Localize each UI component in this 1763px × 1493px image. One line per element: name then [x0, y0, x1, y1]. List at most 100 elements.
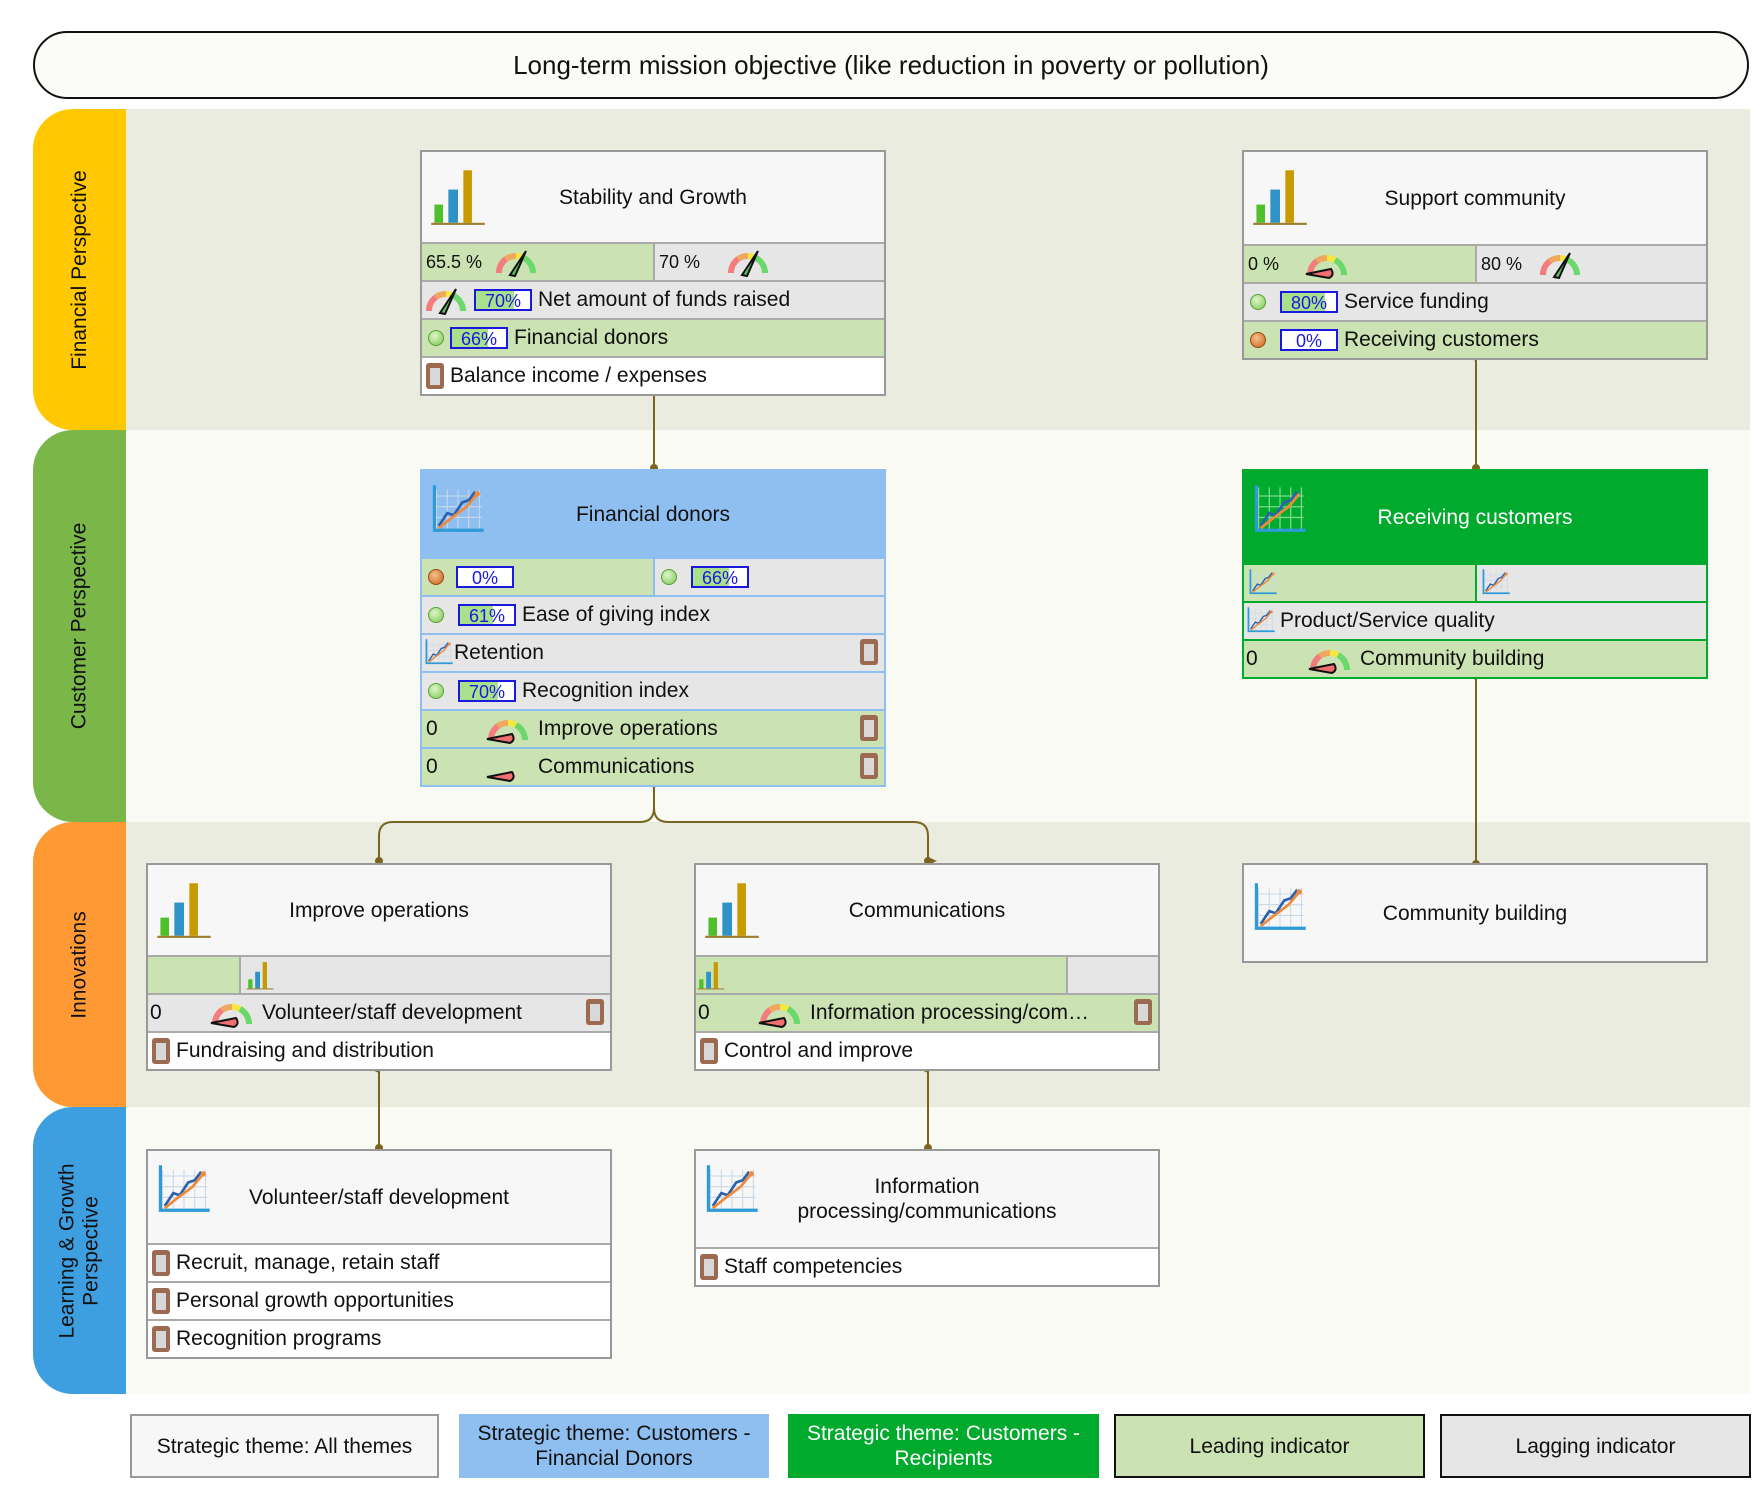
split-left-value: 65.5 %	[426, 251, 483, 272]
split-right-value: 80 %	[1481, 253, 1523, 274]
objective-stability-and-growth[interactable]: Stability and Growth 65.5 % 70 % 70% Net…	[420, 150, 886, 396]
lane-customer-label: Customer Perspective	[67, 522, 91, 730]
measure-row[interactable]: Control and improve	[696, 1031, 1158, 1069]
status-green-icon	[1250, 294, 1266, 310]
measure-row[interactable]: 0 Improve operations	[422, 709, 884, 747]
measure-row[interactable]: 61% Ease of giving index	[422, 595, 884, 633]
legend-label-line1: Strategic theme: Customers -	[477, 1422, 751, 1445]
measure-label: Net amount of funds raised	[538, 288, 791, 311]
percent-badge: 0%	[456, 566, 514, 588]
measure-value: 0	[426, 755, 438, 778]
measure-label: Information processing/com…	[810, 1001, 1089, 1024]
legend-label-line1: Strategic theme: Customers -	[806, 1422, 1081, 1445]
measure-row[interactable]: 80% Service funding	[1244, 282, 1706, 320]
objective-improve-operations[interactable]: Improve operations 0 Volunteer/staff dev…	[146, 863, 612, 1071]
legend-label: Strategic theme: All themes	[156, 1434, 413, 1458]
percent-badge: 70%	[474, 289, 532, 311]
bar-chart-icon	[696, 960, 726, 990]
objective-title-line2: processing/communications	[797, 1200, 1057, 1223]
measure-row[interactable]: 70% Recognition index	[422, 671, 884, 709]
measure-row[interactable]: Personal growth opportunities	[148, 1281, 610, 1319]
trend-chart-icon	[430, 481, 486, 541]
trend-chart-icon	[1252, 879, 1308, 939]
measure-row[interactable]: 0 Volunteer/staff development	[148, 993, 610, 1031]
status-green-icon	[661, 569, 677, 585]
mission-objective-label: Long-term mission objective (like reduct…	[513, 49, 1269, 80]
objective-title: Improve operations	[289, 898, 469, 922]
trend-chart-icon	[1481, 567, 1511, 599]
objective-communications[interactable]: Communications 0 Information processing/…	[694, 863, 1160, 1071]
objective-volunteer-staff-development[interactable]: Volunteer/staff development Recruit, man…	[146, 1149, 612, 1359]
measure-label: Recognition programs	[176, 1327, 382, 1350]
lane-learning-line2: Perspective	[79, 1195, 103, 1306]
bar-chart-icon	[156, 879, 212, 939]
objective-receiving-customers[interactable]: Receiving customers Product/Service qual…	[1242, 469, 1708, 679]
objective-support-community[interactable]: Support community 0 % 80 % 80% Service f…	[1242, 150, 1708, 360]
legend-theme-all: Strategic theme: All themes	[130, 1414, 439, 1478]
gauge-icon	[726, 247, 770, 277]
measure-label: Product/Service quality	[1280, 609, 1495, 632]
measure-value: 0	[150, 1001, 162, 1024]
trend-chart-icon	[1246, 605, 1276, 637]
lane-learning-line1: Learning & Growth	[55, 1162, 79, 1339]
gauge-icon	[424, 285, 468, 315]
measure-row[interactable]: Fundraising and distribution	[148, 1031, 610, 1069]
measure-label: Financial donors	[514, 326, 669, 349]
measure-label: Recognition index	[522, 679, 689, 702]
objective-financial-donors[interactable]: Financial donors 0% 66% 61% Ease of givi…	[420, 469, 886, 787]
gauge-icon	[210, 998, 254, 1028]
percent-badge: 61%	[458, 604, 516, 626]
gauge-icon	[494, 247, 538, 277]
gauge-icon	[1305, 249, 1349, 279]
measure-row[interactable]: Recruit, manage, retain staff	[148, 1243, 610, 1281]
objective-title: Volunteer/staff development	[249, 1185, 509, 1209]
measure-row[interactable]: 0 Community building	[1244, 639, 1706, 677]
measure-label: Receiving customers	[1344, 328, 1539, 351]
gauge-icon	[1308, 644, 1352, 674]
percent-badge: 70%	[458, 680, 516, 702]
measure-row[interactable]: Balance income / expenses	[422, 356, 884, 394]
measure-value: 0	[698, 1001, 710, 1024]
measure-row[interactable]: 0 Communications	[422, 747, 884, 785]
percent-badge: 80%	[1280, 291, 1338, 313]
measure-row[interactable]: Product/Service quality	[1244, 601, 1706, 639]
needle-icon	[486, 752, 530, 782]
split-right-value: 70 %	[659, 251, 701, 272]
measure-label: Ease of giving index	[522, 603, 710, 626]
objective-community-building[interactable]: Community building	[1242, 863, 1708, 963]
split-left-value: 0 %	[1248, 253, 1280, 274]
status-green-icon	[428, 607, 444, 623]
measure-label: Fundraising and distribution	[176, 1039, 434, 1062]
gauge-icon	[758, 998, 802, 1028]
measure-label: Recruit, manage, retain staff	[176, 1251, 440, 1274]
bar-chart-icon	[704, 879, 760, 939]
measure-label: Control and improve	[724, 1039, 914, 1062]
trend-chart-icon	[1252, 481, 1308, 541]
lane-financial: Financial Perspective	[33, 109, 126, 430]
legend-leading-indicator: Leading indicator	[1114, 1414, 1425, 1478]
objective-title: Financial donors	[575, 502, 731, 526]
legend-theme-recipients: Strategic theme: Customers - Recipients	[788, 1414, 1099, 1478]
measure-row[interactable]: 66% Financial donors	[422, 318, 884, 356]
clipboard-icon	[152, 1288, 170, 1314]
measure-row[interactable]: Recognition programs	[148, 1319, 610, 1357]
objective-title-line1: Information	[874, 1175, 980, 1198]
measure-value: 0	[1246, 647, 1258, 670]
measure-row[interactable]: 0 Information processing/com…	[696, 993, 1158, 1031]
status-green-icon	[428, 330, 444, 346]
objective-title: Receiving customers	[1377, 505, 1573, 529]
clipboard-icon	[426, 363, 444, 389]
measure-row[interactable]: Retention	[422, 633, 884, 671]
clipboard-icon	[152, 1038, 170, 1064]
measure-row[interactable]: 70% Net amount of funds raised	[422, 280, 884, 318]
status-green-icon	[428, 683, 444, 699]
measure-label: Personal growth opportunities	[176, 1289, 454, 1312]
percent-badge: 66%	[450, 327, 508, 349]
objective-title: Support community	[1384, 186, 1566, 210]
mission-objective[interactable]: Long-term mission objective (like reduct…	[33, 31, 1749, 99]
measure-row[interactable]: 0% Receiving customers	[1244, 320, 1706, 358]
measure-row[interactable]: Staff competencies	[696, 1247, 1158, 1285]
